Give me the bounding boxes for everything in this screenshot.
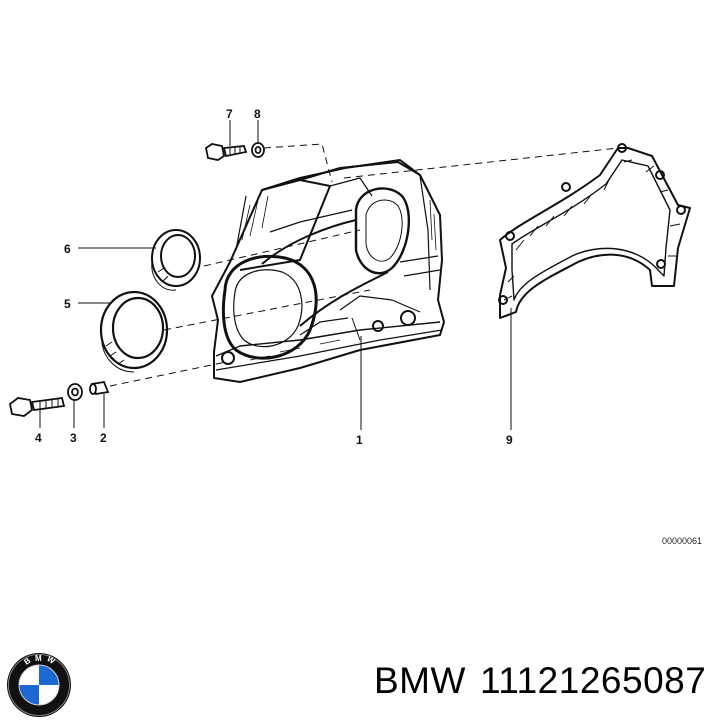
callout-1: 1: [356, 433, 363, 447]
diagram-code: 00000061: [662, 536, 702, 546]
callout-5: 5: [64, 297, 71, 311]
brand-name: BMW: [374, 660, 466, 701]
callout-9: 9: [506, 433, 513, 447]
bolt-4: [9, 397, 66, 417]
bmw-logo: B M W: [7, 653, 71, 717]
part-caption: BMW 11121265087: [374, 660, 720, 702]
bolt-7: [204, 143, 248, 161]
washer-8: [251, 142, 265, 158]
callout-2: 2: [100, 431, 107, 445]
callout-3: 3: [70, 431, 77, 445]
part-number: 11121265087: [479, 660, 707, 701]
timing-cover-housing: [211, 159, 445, 383]
sleeve-2: [89, 380, 110, 396]
svg-text:B: B: [22, 656, 32, 667]
washer-3: [67, 383, 83, 401]
callout-8: 8: [254, 107, 261, 121]
svg-text:M: M: [35, 654, 42, 663]
gasket: [498, 143, 691, 319]
svg-text:W: W: [45, 654, 57, 666]
callout-6: 6: [64, 242, 71, 256]
seal-ring-6: [151, 229, 201, 291]
seal-ring-5: [99, 290, 169, 373]
callout-7: 7: [226, 107, 233, 121]
assembly-lines: [109, 143, 619, 387]
callout-4: 4: [35, 431, 42, 445]
leader-lines: [39, 120, 512, 430]
